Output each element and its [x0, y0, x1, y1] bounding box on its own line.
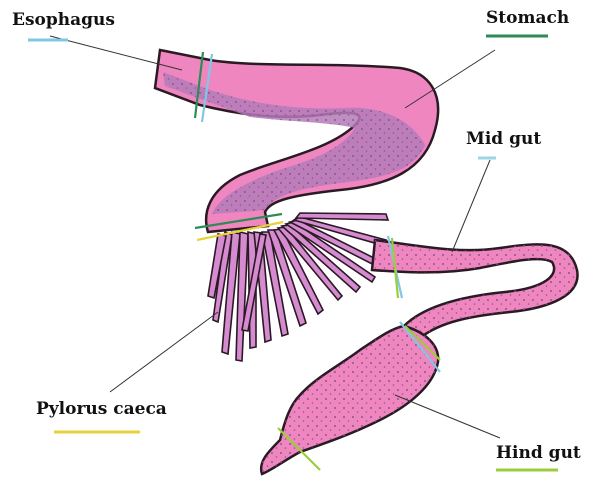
- pylorus-leader: [110, 312, 218, 392]
- hind-gut-label: Hind gut: [496, 443, 581, 463]
- pylorus-caeca-label: Pylorus caeca: [36, 399, 167, 419]
- mid-gut-dots: [372, 240, 578, 338]
- hind-gut-dots: [261, 326, 438, 474]
- stomach-label: Stomach: [486, 8, 569, 28]
- stomach-region: [155, 50, 438, 232]
- mid-gut-region: [372, 240, 578, 338]
- mid-gut-leader: [452, 160, 490, 252]
- hind-gut-leader: [395, 395, 500, 438]
- mid-gut-label: Mid gut: [466, 129, 541, 149]
- esophagus-label: Esophagus: [12, 10, 115, 30]
- hind-gut-region: [261, 326, 438, 474]
- pylorus-caeca: [208, 213, 388, 361]
